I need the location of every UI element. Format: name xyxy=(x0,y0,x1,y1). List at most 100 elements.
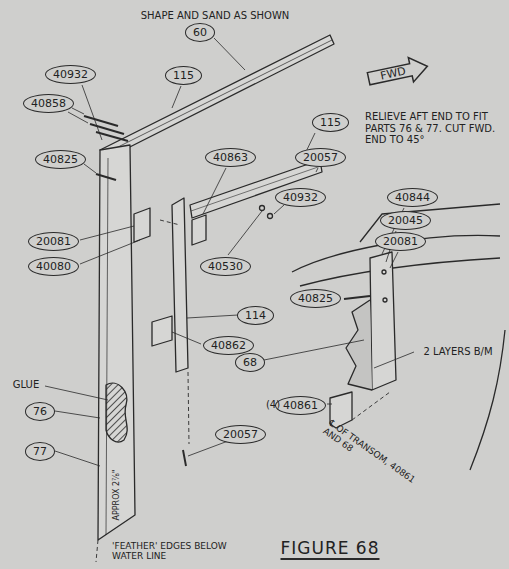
leader-line xyxy=(187,315,238,318)
bracket-40862 xyxy=(152,316,172,346)
hull-line xyxy=(300,258,500,286)
callout-number: 68 xyxy=(243,357,257,368)
bolt-hole xyxy=(383,298,387,302)
bolt xyxy=(96,174,116,180)
callout-number: 40932 xyxy=(53,69,88,80)
callout-oval: 40862 xyxy=(203,336,254,355)
arrow-shape xyxy=(366,54,430,91)
screw xyxy=(183,450,186,466)
callout-oval: 115 xyxy=(312,113,349,132)
note-label: RELIEVE AFT END TO FIT PARTS 76 & 77. CU… xyxy=(365,111,505,146)
callout-number: 77 xyxy=(33,446,47,457)
leader-line xyxy=(214,38,245,70)
leader-line xyxy=(55,451,100,466)
leader-line xyxy=(390,252,398,268)
leader-line xyxy=(172,86,181,108)
bolt xyxy=(344,296,370,299)
callout-oval: 40863 xyxy=(205,148,256,167)
callout-oval: 76 xyxy=(25,402,55,421)
transom-68 xyxy=(370,252,396,390)
leader-line xyxy=(327,404,332,405)
callout-oval: 40825 xyxy=(290,289,341,308)
note-label: SHAPE AND SAND AS SHOWN xyxy=(141,10,290,22)
callout-number: 76 xyxy=(33,406,47,417)
leader-line xyxy=(172,332,201,344)
callout-number: 40844 xyxy=(395,192,430,203)
figure-title: FIGURE 68 xyxy=(281,538,380,560)
leader-line xyxy=(55,411,100,418)
leader-line xyxy=(45,386,108,400)
dash-line xyxy=(96,540,98,562)
leader-line xyxy=(188,441,228,456)
callout-number: 60 xyxy=(193,27,207,38)
callout-number: 20057 xyxy=(223,429,258,440)
callout-number: 40932 xyxy=(283,192,318,203)
note-label: ℄ OF TRANSOM, 40861 AND 68 xyxy=(321,418,435,507)
callout-number: 40825 xyxy=(298,293,333,304)
callout-number: 40080 xyxy=(36,261,71,272)
callout-oval: 40932 xyxy=(45,65,96,84)
nut xyxy=(268,214,273,219)
callout-oval: 40844 xyxy=(387,188,438,207)
callout-number: 40858 xyxy=(31,98,66,109)
bolt xyxy=(84,116,118,126)
bolt xyxy=(90,124,124,134)
leader-line xyxy=(374,352,414,368)
leader-line xyxy=(80,226,134,240)
callout-oval: 40825 xyxy=(35,150,86,169)
leader-line xyxy=(228,211,262,255)
callout-oval: 68 xyxy=(235,353,265,372)
glue-area xyxy=(106,383,127,442)
callout-oval: 40858 xyxy=(23,94,74,113)
callout-number: 40825 xyxy=(43,154,78,165)
callout-number: 40530 xyxy=(208,261,243,272)
strip-60 xyxy=(100,35,334,158)
direction-text: FWD xyxy=(379,65,406,81)
note-label: 'FEATHER' EDGES BELOW WATER LINE xyxy=(112,541,252,562)
callout-number: 20045 xyxy=(388,215,423,226)
leader-line xyxy=(316,168,318,172)
strip-114 xyxy=(172,198,188,372)
note-label: GLUE xyxy=(13,379,39,391)
direction-arrow: FWD xyxy=(366,54,430,91)
nut xyxy=(260,206,265,211)
leader-line xyxy=(82,85,102,140)
callout-oval: 40861 xyxy=(275,396,326,415)
callout-oval: 20045 xyxy=(380,211,431,230)
strip-line xyxy=(104,40,332,154)
callout-number: 20057 xyxy=(303,152,338,163)
hull-line xyxy=(292,235,500,272)
callout-number: 115 xyxy=(173,70,194,81)
dash-line xyxy=(352,392,390,420)
bracket xyxy=(134,208,150,242)
dash-line xyxy=(160,220,180,225)
leader-line xyxy=(264,340,364,360)
leader-line xyxy=(274,205,284,214)
panel-76-77 xyxy=(98,145,135,540)
callout-number: 20081 xyxy=(383,236,418,247)
callout-oval: 40932 xyxy=(275,188,326,207)
callout-oval: 77 xyxy=(25,442,55,461)
note-label: (4) xyxy=(266,399,280,411)
leader-line xyxy=(203,168,226,214)
panel-edge xyxy=(106,158,108,535)
bracket-40863 xyxy=(192,215,206,245)
callout-oval: 40080 xyxy=(28,257,79,276)
callout-number: 114 xyxy=(245,310,266,321)
cutaway xyxy=(346,300,372,390)
dash-line xyxy=(188,372,189,444)
callout-number: 20081 xyxy=(36,236,71,247)
callout-oval: 114 xyxy=(237,306,274,325)
callout-number: 40863 xyxy=(213,152,248,163)
callout-oval: 20057 xyxy=(215,425,266,444)
callout-oval: 20081 xyxy=(28,232,79,251)
note-label: 2 LAYERS B/M xyxy=(423,346,492,358)
callout-oval: 20081 xyxy=(375,232,426,251)
callout-oval: 20057 xyxy=(295,148,346,167)
callout-number: 115 xyxy=(320,117,341,128)
leader-line xyxy=(80,240,140,264)
leader-line xyxy=(68,112,88,123)
callout-oval: 115 xyxy=(165,66,202,85)
callout-oval: 40530 xyxy=(200,257,251,276)
